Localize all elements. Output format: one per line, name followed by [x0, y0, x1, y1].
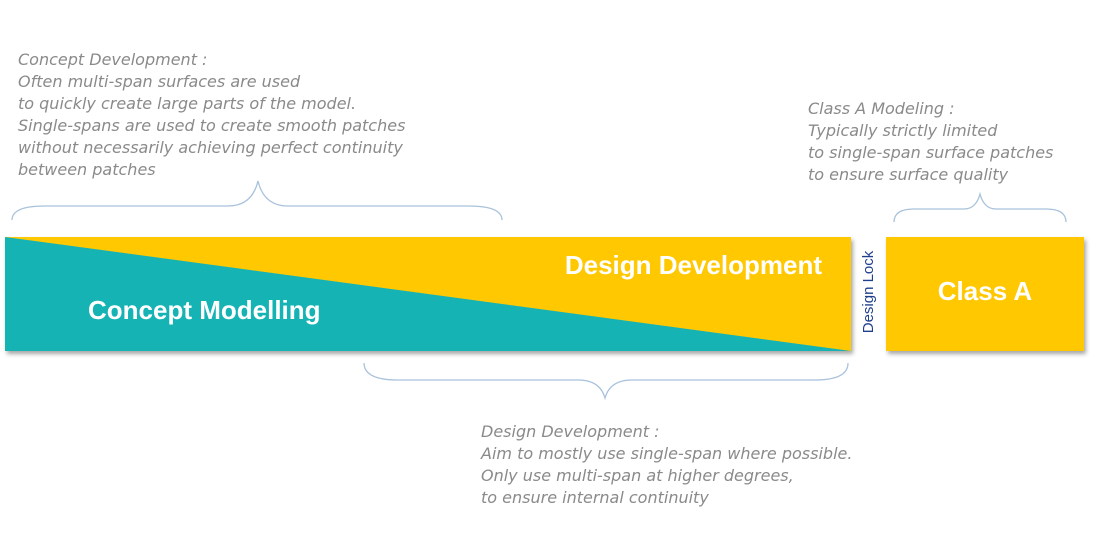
note-line: to quickly create large parts of the mod…	[18, 94, 357, 113]
concept-development-brace	[11, 180, 503, 221]
note-line: Typically strictly limited	[808, 121, 998, 140]
note-line: without necessarily achieving perfect co…	[18, 138, 403, 157]
class-a-modeling-note: Class A Modeling : Typically strictly li…	[808, 98, 1053, 186]
note-line: Often multi-span surfaces are used	[18, 72, 301, 91]
concept-modelling-region	[5, 237, 851, 351]
design-lock-label: Design Lock	[860, 250, 877, 333]
concept-development-heading: Concept Development :	[18, 50, 208, 69]
design-development-heading: Design Development :	[481, 422, 660, 441]
class-a-box	[886, 237, 1084, 351]
note-line: Single-spans are used to create smooth p…	[18, 116, 406, 135]
concept-modelling-label: Concept Modelling	[88, 295, 321, 325]
design-development-label: Design Development	[565, 250, 823, 280]
design-development-note: Design Development : Aim to mostly use s…	[481, 421, 852, 509]
note-line: between patches	[18, 160, 156, 179]
class-a-label: Class A	[938, 276, 1033, 306]
note-line: Aim to mostly use single-span where poss…	[481, 444, 853, 463]
note-line: to ensure internal continuity	[481, 488, 709, 507]
class-a-modeling-heading: Class A Modeling :	[808, 99, 955, 118]
process-bar	[5, 237, 851, 351]
note-line: to single-span surface patches	[808, 143, 1054, 162]
design-development-brace	[363, 362, 849, 401]
note-line: to ensure surface quality	[808, 165, 1009, 184]
class-a-brace	[893, 191, 1067, 223]
note-line: Only use multi-span at higher degrees,	[481, 466, 794, 485]
concept-development-note: Concept Development : Often multi-span s…	[18, 49, 405, 181]
